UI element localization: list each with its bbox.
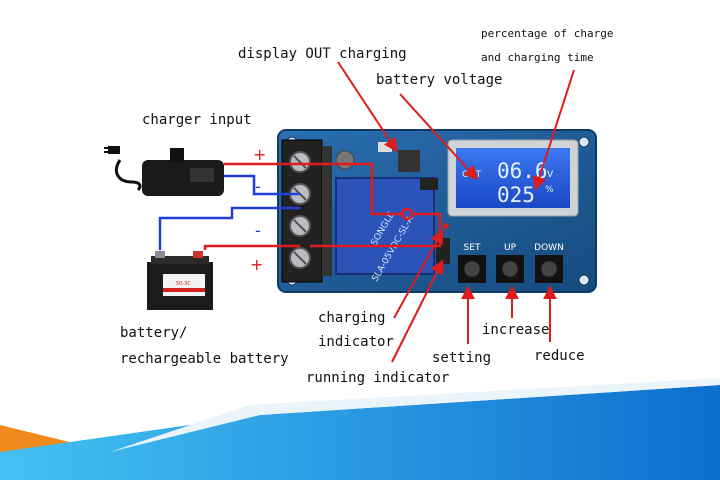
footer-blue-band (0, 385, 720, 480)
label-charging-indicator-line1: charging (318, 310, 385, 326)
lcd-percent: 025 (497, 183, 535, 207)
label-running-indicator: running indicator (306, 370, 449, 386)
lcd-voltage-unit: V (547, 170, 554, 180)
up-label: UP (504, 243, 517, 253)
label-battery-voltage: battery voltage (376, 72, 502, 88)
lcd-percent-unit: % (545, 185, 554, 195)
label-percentage-line2: and charging time (481, 51, 594, 64)
relay: SONGLE SLA-05VDC-SL-A (335, 177, 435, 284)
label-charger-input: charger input (142, 112, 252, 128)
label-reduce: reduce (534, 348, 585, 364)
battery: 50-3C (147, 251, 213, 310)
button-set[interactable]: SET (458, 243, 486, 283)
plus-bottom: + (250, 255, 263, 274)
label-setting: setting (432, 350, 491, 366)
label-percentage-line1: percentage of charge (481, 27, 613, 40)
battery-brand: 50-3C (176, 281, 191, 287)
button-up[interactable]: UP (496, 243, 524, 283)
button-down[interactable]: DOWN (534, 243, 564, 283)
label-arrows (337, 61, 575, 363)
label-battery-line1: battery/ (120, 325, 187, 341)
label-charging-indicator-line2: indicator (318, 334, 394, 350)
label-battery-line2: rechargeable battery (120, 351, 289, 367)
down-label: DOWN (534, 243, 564, 253)
label-increase: increase (482, 322, 549, 338)
label-display-out-charging: display OUT charging (238, 46, 407, 62)
lcd-display: OUT 06.6 V 025 % (447, 139, 579, 217)
footer-white-slice (110, 378, 720, 452)
plus-top: + (253, 145, 266, 164)
lcd-voltage: 06.6 (497, 159, 548, 183)
minus-1: - (255, 177, 261, 196)
terminal-block (281, 139, 332, 283)
charging-led (443, 223, 449, 229)
minus-2: - (255, 221, 261, 240)
set-label: SET (464, 243, 481, 253)
lcd-out-label: OUT (462, 170, 482, 180)
charger-adapter (104, 146, 224, 196)
